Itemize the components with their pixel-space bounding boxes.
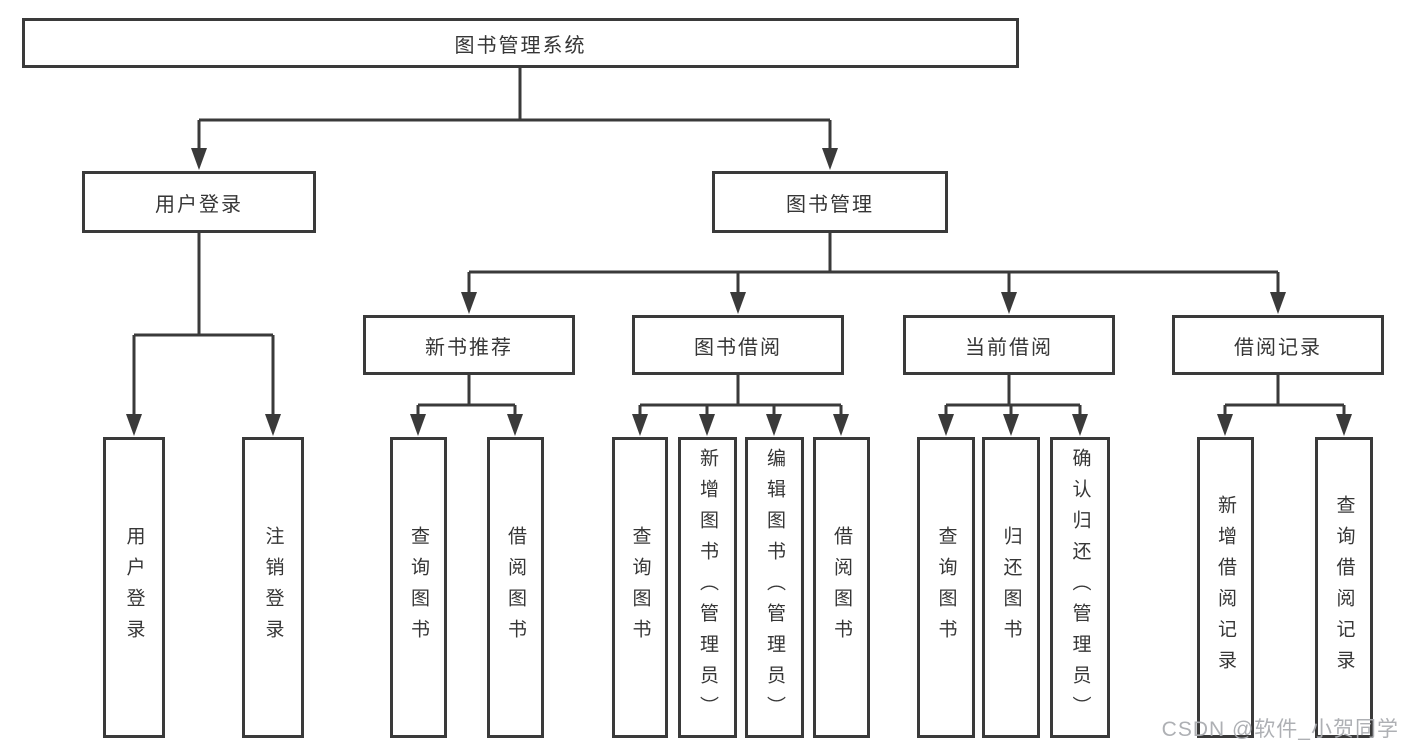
connector-line <box>416 375 517 416</box>
arrowhead <box>730 292 746 314</box>
arrowhead <box>1003 414 1019 436</box>
arrowhead <box>766 414 782 436</box>
leaf-bb-borrow-books: 借阅图书 <box>813 437 870 738</box>
watermark: CSDN @软件_小贺同学 <box>1161 718 1399 741</box>
arrowhead <box>1217 414 1233 436</box>
arrowhead <box>265 414 281 436</box>
connector-book-management-children <box>461 233 1286 314</box>
connector-line <box>467 233 1280 294</box>
connector-line <box>132 233 275 416</box>
arrowhead <box>1001 292 1017 314</box>
leaf-user-login: 用户登录 <box>103 437 165 738</box>
node-book-management: 图书管理 <box>712 171 948 233</box>
arrowhead <box>1270 292 1286 314</box>
arrowhead <box>461 292 477 314</box>
connector-line <box>1223 375 1346 416</box>
connector-current-borrow-children <box>938 375 1088 436</box>
connector-user-login-children <box>126 233 281 436</box>
arrowhead <box>126 414 142 436</box>
arrowhead <box>632 414 648 436</box>
connector-new-book-children <box>410 375 523 436</box>
leaf-nb-query-books: 查询图书 <box>390 437 447 738</box>
leaf-bb-edit-books-admin: 编辑图书（管理员） <box>745 437 804 738</box>
leaf-nb-borrow-books: 借阅图书 <box>487 437 544 738</box>
arrowhead <box>699 414 715 436</box>
arrowhead <box>1336 414 1352 436</box>
connector-root-to-level2 <box>191 68 838 170</box>
arrowhead <box>507 414 523 436</box>
node-user-login: 用户登录 <box>82 171 316 233</box>
leaf-cb-query-books: 查询图书 <box>917 437 975 738</box>
arrowhead <box>1072 414 1088 436</box>
arrowhead <box>938 414 954 436</box>
leaf-cb-return-books: 归还图书 <box>982 437 1040 738</box>
node-new-book-recommendation: 新书推荐 <box>363 315 575 375</box>
connector-line <box>197 68 832 150</box>
leaf-br-add-record: 新增借阅记录 <box>1197 437 1254 738</box>
node-current-borrowing: 当前借阅 <box>903 315 1115 375</box>
node-library-management-system: 图书管理系统 <box>22 18 1019 68</box>
leaf-logout: 注销登录 <box>242 437 304 738</box>
leaf-cb-confirm-return-admin: 确认归还（管理员） <box>1050 437 1110 738</box>
arrowhead <box>822 148 838 170</box>
leaf-bb-query-books: 查询图书 <box>612 437 668 738</box>
connector-borrow-records-children <box>1217 375 1352 436</box>
arrowhead <box>191 148 207 170</box>
leaf-br-query-record: 查询借阅记录 <box>1315 437 1373 738</box>
connector-book-borrow-children <box>632 375 849 436</box>
arrowhead <box>833 414 849 436</box>
node-borrowing-records: 借阅记录 <box>1172 315 1384 375</box>
leaf-bb-add-books-admin: 新增图书（管理员） <box>678 437 737 738</box>
connector-line <box>638 375 843 416</box>
connector-line <box>944 375 1082 416</box>
arrowhead <box>410 414 426 436</box>
node-book-borrowing: 图书借阅 <box>632 315 844 375</box>
